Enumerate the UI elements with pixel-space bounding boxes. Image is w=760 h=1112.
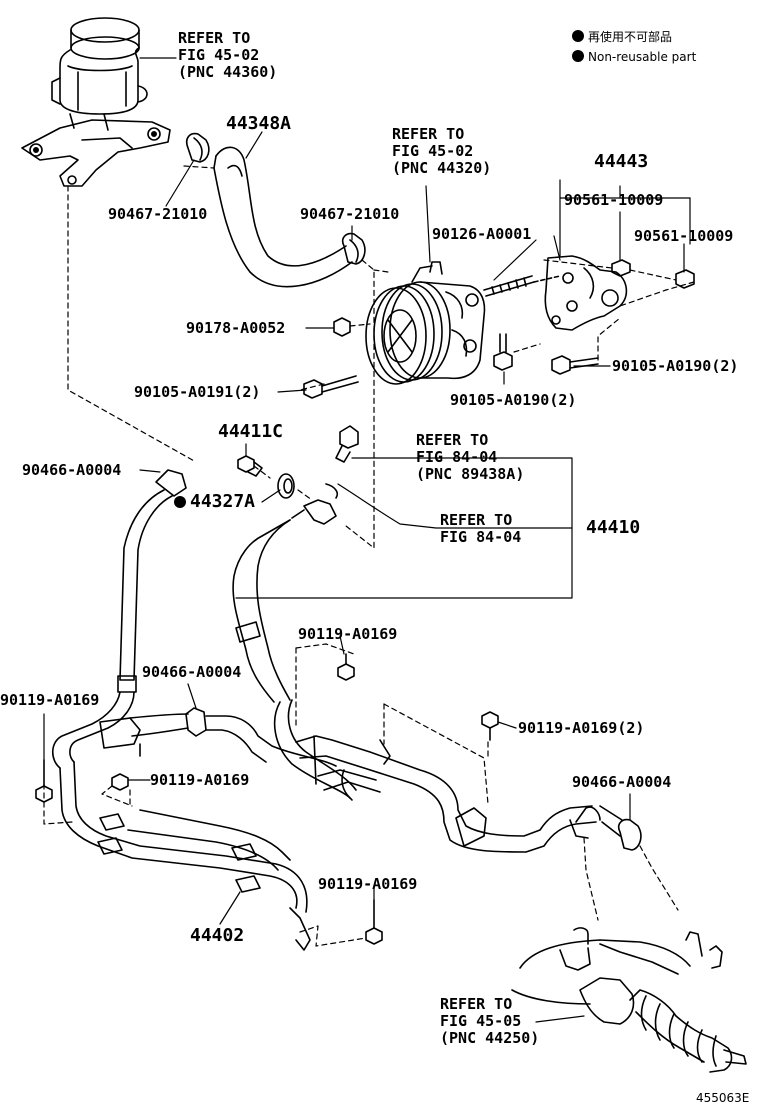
part-44410: 44410 (586, 517, 641, 538)
clamp-illustration-right (341, 232, 366, 265)
ref-line: (PNC 44360) (178, 63, 278, 81)
part-44411c: 44411C (218, 421, 284, 442)
clamp-90466-right-illustration (617, 818, 642, 851)
part-44402: 44402 (190, 925, 245, 946)
ref-clip: REFER TO FIG 84-04 (440, 512, 521, 546)
part-90105-a0190-2-center: 90105-A0190(2) (450, 391, 577, 409)
ref-line: FIG 45-02 (178, 46, 260, 64)
nut-90178-illustration (333, 317, 351, 337)
bracket-illustration (544, 255, 628, 331)
legend-jp-text: 再使用不可部品 (588, 30, 673, 44)
part-90466-a0004-center: 90466-A0004 (142, 663, 242, 681)
part-90119-a0169-middle: 90119-A0169 (150, 771, 250, 789)
part-90105-a0190-2-right: 90105-A0190(2) (612, 357, 739, 375)
non-reusable-dot-icon (572, 30, 584, 42)
legend-jp: 再使用不可部品 (572, 30, 672, 44)
ref-reservoir: REFER TO FIG 45-02 (PNC 44360) (178, 30, 277, 81)
ref-line: REFER TO (392, 125, 465, 143)
pump-illustration (365, 261, 486, 385)
suction-hose-illustration (213, 146, 353, 288)
part-90467-21010-right: 90467-21010 (300, 205, 400, 223)
part-44327a: 44327A (174, 492, 255, 512)
steering-gear-illustration (511, 927, 747, 1073)
ref-line: (PNC 44250) (440, 1029, 540, 1047)
ref-gear: REFER TO FIG 45-05 (PNC 44250) (440, 996, 539, 1047)
clamp-90466-center-illustration (185, 707, 337, 767)
ref-line: FIG 45-05 (440, 1012, 522, 1030)
part-90561-10009-a: 90561-10009 (564, 191, 664, 209)
part-90119-a0169-2: 90119-A0169(2) (518, 719, 645, 737)
ref-line: FIG 84-04 (440, 528, 522, 546)
ref-pump: REFER TO FIG 45-02 (PNC 44320) (392, 126, 491, 177)
non-reusable-dot-icon (174, 496, 186, 508)
part-44327a-text: 44327A (190, 491, 256, 512)
part-90126-a0001: 90126-A0001 (432, 225, 532, 243)
part-44443: 44443 (594, 151, 649, 172)
nut-illustrations (611, 259, 695, 289)
pressure-hose-illustration (232, 499, 357, 801)
ref-line: REFER TO (416, 431, 489, 449)
stud-illustration (483, 275, 561, 297)
part-90466-a0004-right: 90466-A0004 (572, 773, 672, 791)
ref-line: REFER TO (440, 995, 513, 1013)
ref-line: (PNC 44320) (392, 159, 492, 177)
union-illustration (237, 455, 263, 477)
legend-en: Non-reusable part (572, 50, 696, 64)
part-90119-a0169-bottom: 90119-A0169 (318, 875, 418, 893)
reservoir-illustration (21, 17, 171, 187)
o-ring-44327A-illustration (277, 473, 295, 499)
clamp-illustration-left (185, 132, 210, 163)
sensor-illustration (325, 425, 359, 499)
leader-lines (43, 57, 691, 1023)
cooler-lines-illustration (59, 713, 311, 951)
ref-line: REFER TO (178, 29, 251, 47)
bolt-90105-a0190-illustrations (493, 333, 599, 375)
figure-code: 455063E (696, 1091, 750, 1105)
bolt-90105-a0191-illustration (303, 375, 359, 399)
ref-line: (PNC 89438A) (416, 465, 525, 483)
part-90119-a0169-top: 90119-A0169 (298, 625, 398, 643)
part-90105-a0191-2: 90105-A0191(2) (134, 383, 261, 401)
legend-en-text: Non-reusable part (588, 50, 697, 64)
part-90178-a0052: 90178-A0052 (186, 319, 286, 337)
part-90466-a0004-top: 90466-A0004 (22, 461, 122, 479)
ref-line: FIG 84-04 (416, 448, 498, 466)
bolt-90119-illustrations (35, 653, 499, 945)
non-reusable-dot-icon (572, 50, 584, 62)
return-tube-right-illustration (295, 735, 601, 853)
ref-line: FIG 45-02 (392, 142, 474, 160)
dashed-assembly-lines (43, 165, 695, 947)
part-90119-a0169-left: 90119-A0169 (0, 691, 100, 709)
hose-end-right-illustration (569, 805, 623, 839)
ref-sensor: REFER TO FIG 84-04 (PNC 89438A) (416, 432, 524, 483)
part-90467-21010-left: 90467-21010 (108, 205, 208, 223)
ref-line: REFER TO (440, 511, 513, 529)
part-44348a: 44348A (226, 113, 292, 134)
part-90561-10009-b: 90561-10009 (634, 227, 734, 245)
return-hose-illustration (51, 469, 187, 769)
